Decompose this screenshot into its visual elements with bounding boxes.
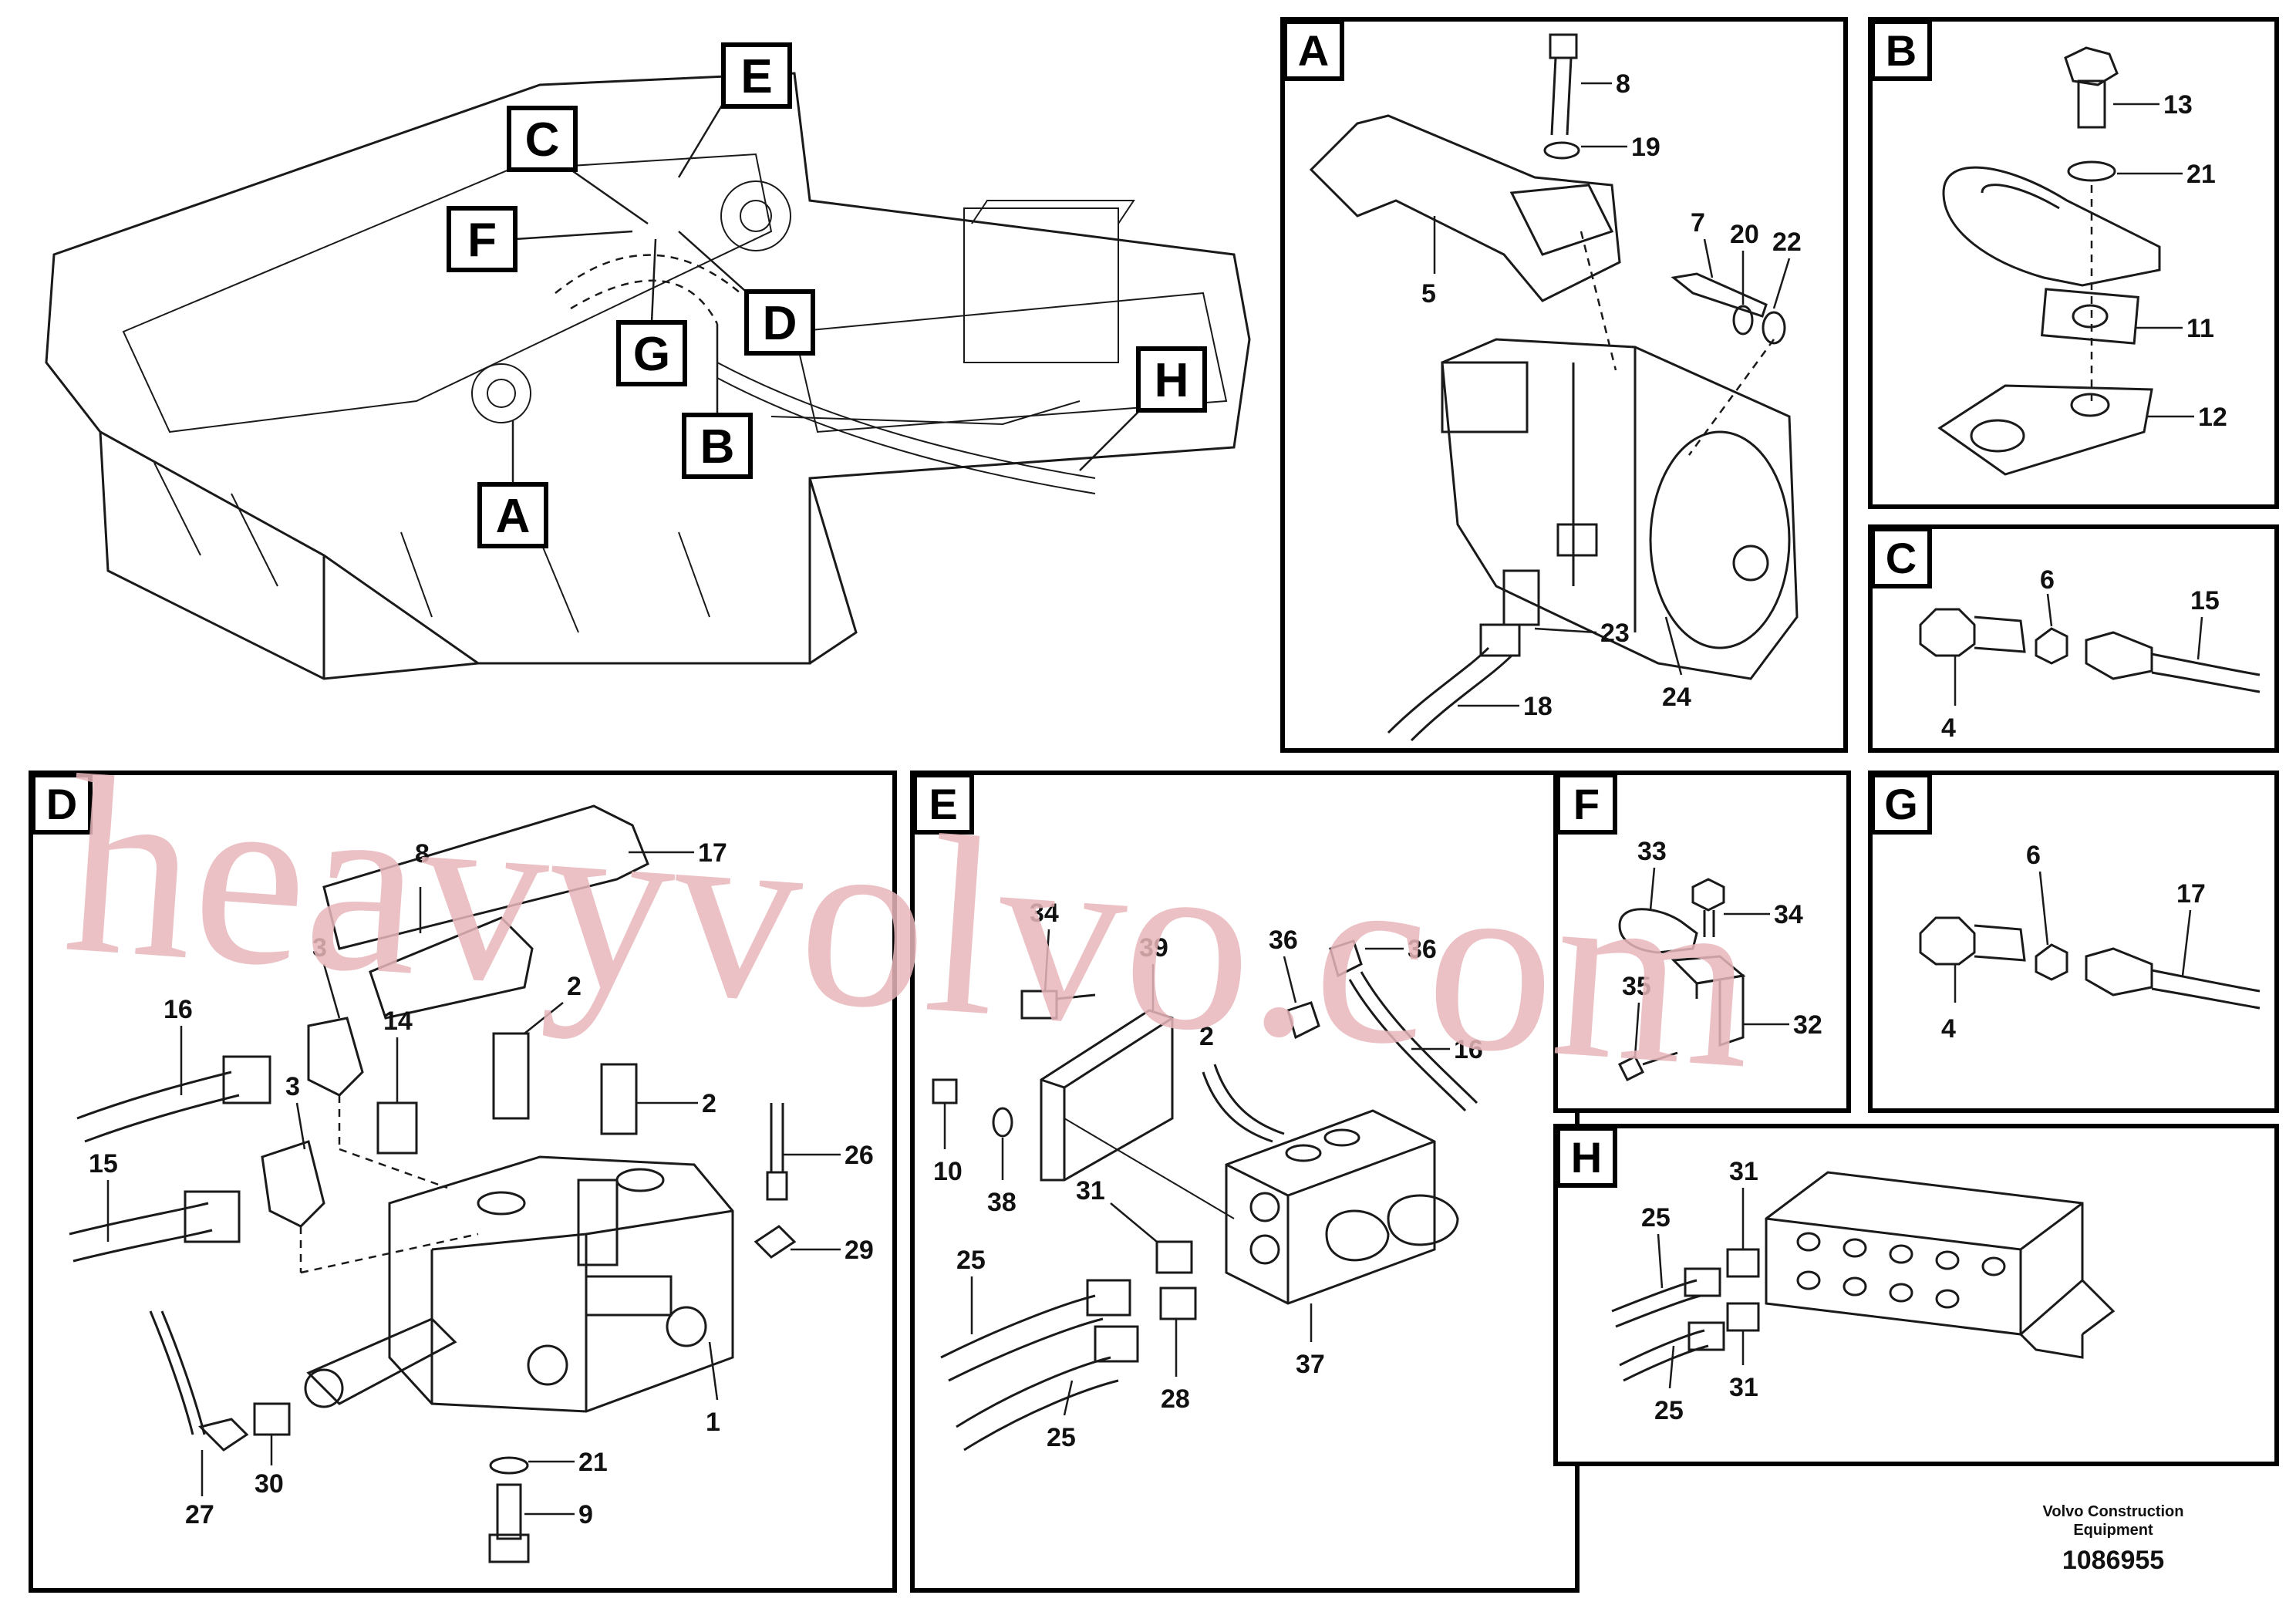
- view-letter-label: G: [633, 328, 670, 381]
- callout-a: A: [477, 420, 548, 548]
- view-letter-label: E: [929, 780, 957, 828]
- part-number-label: 16: [164, 995, 193, 1024]
- part-number-label: 39: [1139, 933, 1168, 963]
- part-number-label: 21: [578, 1448, 608, 1477]
- part-number-label: 17: [698, 838, 727, 868]
- panel-e: E 34 39: [910, 771, 1580, 1593]
- view-letter-label: C: [525, 113, 560, 167]
- callout-f: F: [447, 206, 633, 272]
- part-number-label: 4: [1941, 713, 1956, 743]
- part-number-label: 35: [1622, 972, 1651, 1001]
- part-number-label: 16: [1454, 1035, 1483, 1064]
- view-letter-label: F: [1573, 780, 1600, 828]
- part-number-label: 37: [1296, 1350, 1325, 1379]
- part-number-label: 25: [1654, 1396, 1684, 1425]
- callout-h: H: [1079, 346, 1207, 471]
- part-number-label: 15: [89, 1149, 118, 1179]
- part-number-label: 11: [2186, 314, 2214, 343]
- part-number-label: 29: [845, 1236, 874, 1265]
- part-number-label: 31: [1729, 1157, 1758, 1186]
- panel-g: G 6 17 4: [1868, 771, 2279, 1113]
- part-number-label: 4: [1941, 1014, 1956, 1044]
- part-number-label: 1: [706, 1408, 720, 1437]
- view-letter-label: D: [763, 297, 797, 350]
- part-number-label: 2: [702, 1089, 716, 1118]
- part-number-label: 34: [1030, 899, 1059, 928]
- part-number-label: 8: [1616, 69, 1630, 99]
- view-letter-label: A: [1298, 26, 1329, 75]
- view-letter-label: H: [1155, 354, 1189, 407]
- view-letter-label: H: [1571, 1133, 1602, 1182]
- view-letter-label: F: [467, 214, 497, 267]
- part-number-label: 33: [1637, 837, 1667, 866]
- view-letter-label: C: [1886, 534, 1917, 582]
- part-number-label: 30: [255, 1469, 284, 1499]
- callout-d: D: [678, 231, 815, 356]
- panel-h: H 31 25 31 25: [1553, 1124, 2279, 1466]
- view-letter-label: B: [1886, 26, 1917, 75]
- callout-b: B: [682, 324, 753, 479]
- part-number-label: 34: [1774, 900, 1803, 929]
- part-number-label: 23: [1600, 619, 1630, 648]
- part-number-label: 2: [567, 972, 582, 1001]
- callout-g: G: [616, 238, 687, 386]
- part-number-label: 36: [1408, 935, 1437, 964]
- panel-a: A 8 19 5 7 20: [1280, 17, 1848, 753]
- part-number-label: 19: [1631, 133, 1660, 162]
- part-number-label: 2: [1199, 1022, 1214, 1051]
- part-number-label: 6: [2040, 565, 2055, 595]
- part-number-label: 36: [1269, 926, 1298, 955]
- part-number-label: 13: [2163, 90, 2193, 120]
- footer-document-number: 1086955: [2062, 1546, 2165, 1575]
- panel-d: D: [29, 771, 897, 1593]
- part-number-label: 14: [383, 1007, 413, 1036]
- part-number-label: 17: [2176, 879, 2206, 909]
- part-number-label: 9: [578, 1500, 593, 1529]
- part-number-label: 15: [2190, 586, 2220, 615]
- view-letter-label: D: [46, 780, 77, 828]
- part-number-label: 6: [2026, 841, 2041, 870]
- part-number-label: 31: [1729, 1373, 1758, 1402]
- view-letter-label: E: [740, 50, 772, 103]
- footer-company: Volvo Construction Equipment: [2042, 1503, 2184, 1539]
- part-number-label: 32: [1793, 1010, 1822, 1040]
- part-number-label: 25: [1641, 1203, 1671, 1233]
- part-number-label: 28: [1161, 1384, 1190, 1414]
- part-number-label: 8: [415, 839, 430, 868]
- view-letter-label: G: [1884, 780, 1918, 828]
- part-number-label: 25: [1047, 1423, 1076, 1452]
- panel-f: F 33 34 35 32: [1553, 771, 1851, 1113]
- part-number-label: 12: [2198, 403, 2227, 432]
- part-number-label: 3: [312, 933, 327, 963]
- part-number-label: 38: [987, 1188, 1017, 1217]
- part-number-label: 22: [1772, 228, 1802, 257]
- part-number-label: 3: [285, 1072, 300, 1101]
- part-number-label: 21: [2186, 160, 2216, 189]
- panel-b: B 13 21 11 12: [1868, 17, 2279, 509]
- part-number-label: 10: [933, 1157, 963, 1186]
- callout-e: E: [677, 42, 792, 178]
- part-number-label: 7: [1691, 208, 1705, 238]
- part-number-label: 5: [1421, 279, 1436, 309]
- part-number-label: 26: [845, 1141, 874, 1170]
- overview-frame-drawing: [45, 72, 1251, 680]
- part-number-label: 24: [1662, 683, 1691, 712]
- part-number-label: 25: [956, 1246, 986, 1275]
- part-number-label: 31: [1076, 1176, 1105, 1206]
- part-number-label: 18: [1523, 692, 1553, 721]
- part-number-label: 27: [185, 1500, 214, 1529]
- view-letter-label: B: [700, 420, 735, 474]
- panel-c: C 6 15 4: [1868, 524, 2279, 753]
- part-number-label: 20: [1730, 220, 1759, 249]
- callout-c: C: [507, 106, 649, 225]
- view-letter-label: A: [496, 490, 531, 543]
